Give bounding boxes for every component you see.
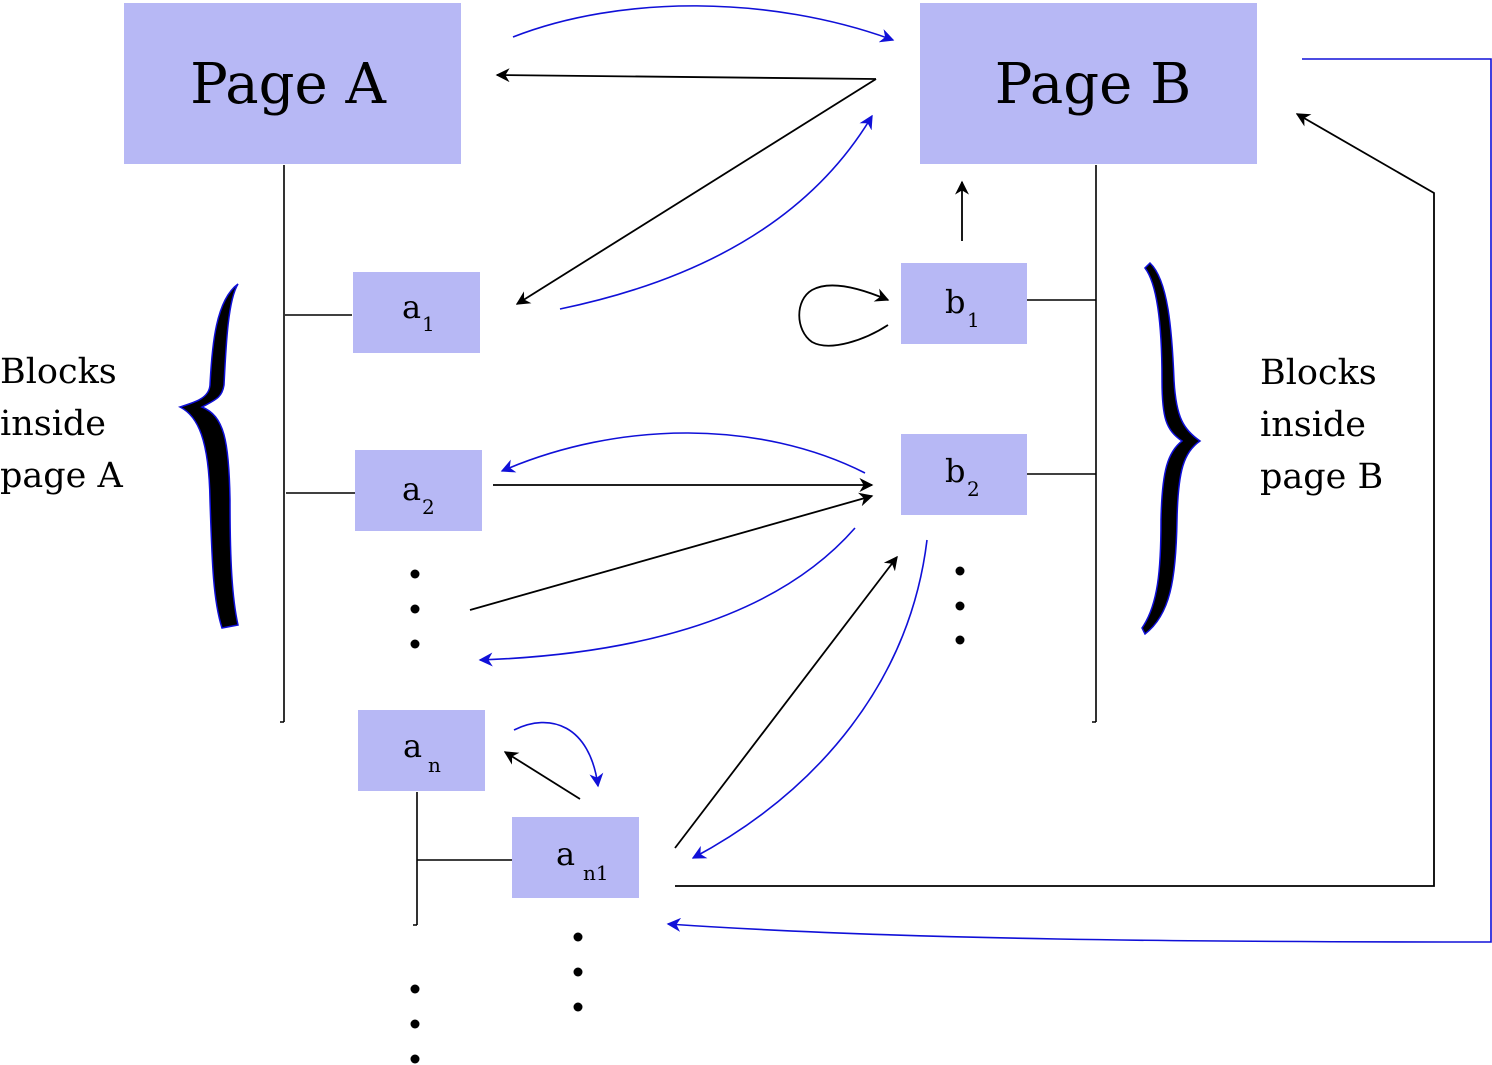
black-arrows xyxy=(469,68,1435,887)
a2-label: a xyxy=(402,470,421,508)
right-label-line-1: Blocks xyxy=(1260,353,1377,393)
arrow-pageb-to-an1 xyxy=(666,58,1492,943)
page-a-tree-line xyxy=(280,165,355,723)
an-subscript: n xyxy=(428,753,441,777)
left-side-label: Blocks inside page A xyxy=(0,352,124,496)
block-an1: a n1 xyxy=(512,817,639,898)
block-a2: a 2 xyxy=(355,450,482,531)
arrow-an-to-an1 xyxy=(513,721,604,788)
block-b2: b 2 xyxy=(901,434,1027,515)
right-label-line-2: inside xyxy=(1260,405,1366,445)
page-b-box: Page B xyxy=(920,3,1257,164)
block-b1: b 1 xyxy=(901,263,1027,344)
ellipsis-b-blocks xyxy=(955,566,965,645)
right-side-label: Blocks inside page B xyxy=(1260,353,1383,497)
page-b-tree-line xyxy=(1027,165,1097,723)
ellipsis-an1-children xyxy=(573,932,583,1012)
page-a-label: Page A xyxy=(190,52,386,117)
a2-subscript: 2 xyxy=(422,495,435,519)
b1-label: b xyxy=(945,283,965,321)
left-label-line-3: page A xyxy=(0,456,124,496)
arrow-pageb-to-pagea xyxy=(495,68,877,83)
arrow-pagea-to-pageb xyxy=(512,5,895,43)
an-tree-line xyxy=(413,792,512,926)
an1-subscript: n1 xyxy=(583,861,609,885)
arrow-b2-to-ellipsis xyxy=(478,527,856,667)
a1-label: a xyxy=(402,288,421,326)
ellipsis-a-blocks xyxy=(410,569,420,649)
left-label-line-1: Blocks xyxy=(0,352,117,392)
b2-label: b xyxy=(945,452,965,490)
an1-label: a xyxy=(556,835,575,873)
an-label: a xyxy=(403,727,422,765)
tree-lines xyxy=(280,165,1097,926)
block-a1: a 1 xyxy=(353,272,480,353)
b2-subscript: 2 xyxy=(967,477,980,501)
blue-arrows xyxy=(478,5,1492,943)
ellipsis-dots xyxy=(410,566,965,1064)
arrow-b1-self-loop xyxy=(798,284,890,347)
ellipsis-an-children xyxy=(410,984,420,1064)
arrow-ellipsis-to-b2 xyxy=(469,492,874,611)
arrow-an1-to-pageb xyxy=(675,113,1435,887)
arrow-an1-to-b2 xyxy=(674,555,898,849)
left-label-line-2: inside xyxy=(0,404,106,444)
b1-subscript: 1 xyxy=(967,308,980,332)
page-b-label: Page B xyxy=(995,52,1192,117)
page-a-box: Page A xyxy=(124,3,461,164)
left-brace xyxy=(178,283,239,629)
a1-subscript: 1 xyxy=(422,312,435,336)
right-label-line-3: page B xyxy=(1260,457,1383,497)
right-brace xyxy=(1141,261,1202,636)
arrow-an1-to-an xyxy=(503,751,581,800)
arrow-b2-to-an1 xyxy=(691,539,928,859)
arrow-pageb-to-a1 xyxy=(515,78,877,305)
arrow-a1-to-pageb xyxy=(559,114,873,310)
block-an: a n xyxy=(358,710,485,791)
arrow-b2-to-a2 xyxy=(500,432,866,474)
